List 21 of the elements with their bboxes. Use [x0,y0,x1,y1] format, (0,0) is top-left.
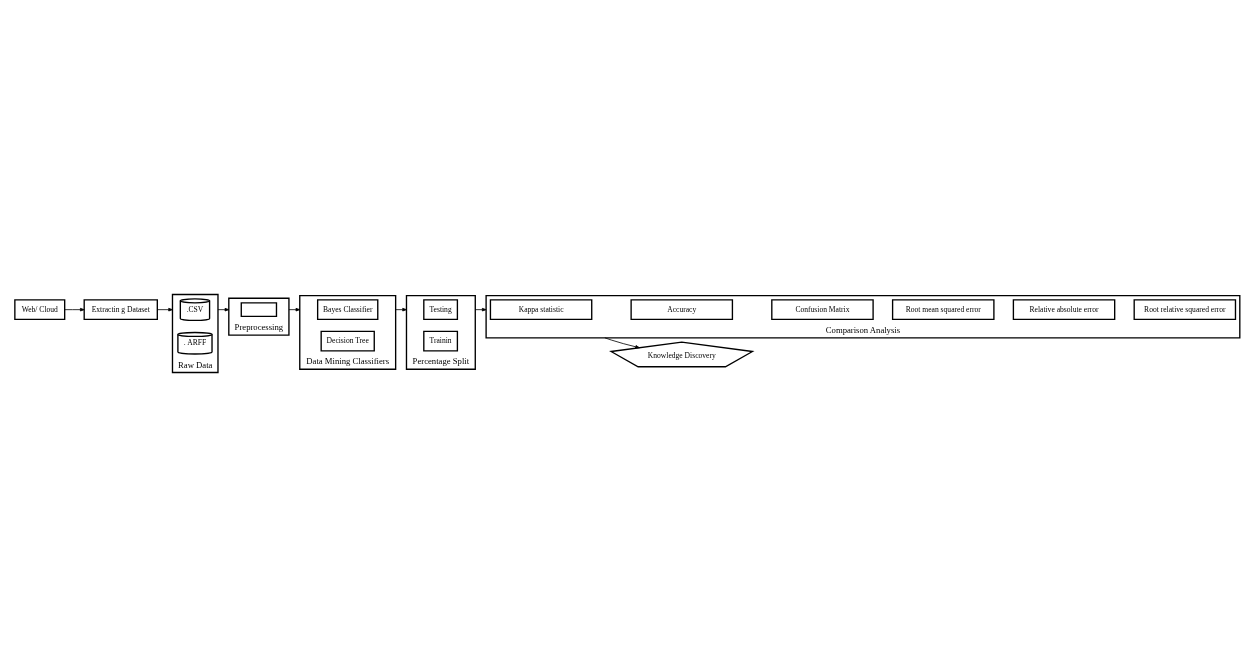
node-box: Kappa statistic [489,298,593,320]
node-box: Accuracy [630,298,734,320]
node-box: Web/ Cloud [14,298,66,320]
arrow [395,307,407,311]
arrow [288,307,301,311]
node-box: Relative absolute error [1012,298,1116,320]
node-box: Root mean squared error [891,298,995,320]
node-box: Trainin [423,330,459,351]
arrow [474,307,487,311]
arrow [217,307,230,311]
cluster: Preprocessing [228,297,290,336]
node-box: Confusion Matrix [771,298,874,320]
arrow [64,307,85,311]
node-box: Bayes Classifier [316,298,379,320]
arrow [157,307,173,311]
node-box [240,301,278,317]
node-box: Extractin g Dataset [83,298,158,320]
node-box: Root relative squared error [1133,298,1237,320]
node-box: Testing [423,298,459,320]
node-box: Decision Tree [320,330,375,351]
arrow [604,336,640,348]
